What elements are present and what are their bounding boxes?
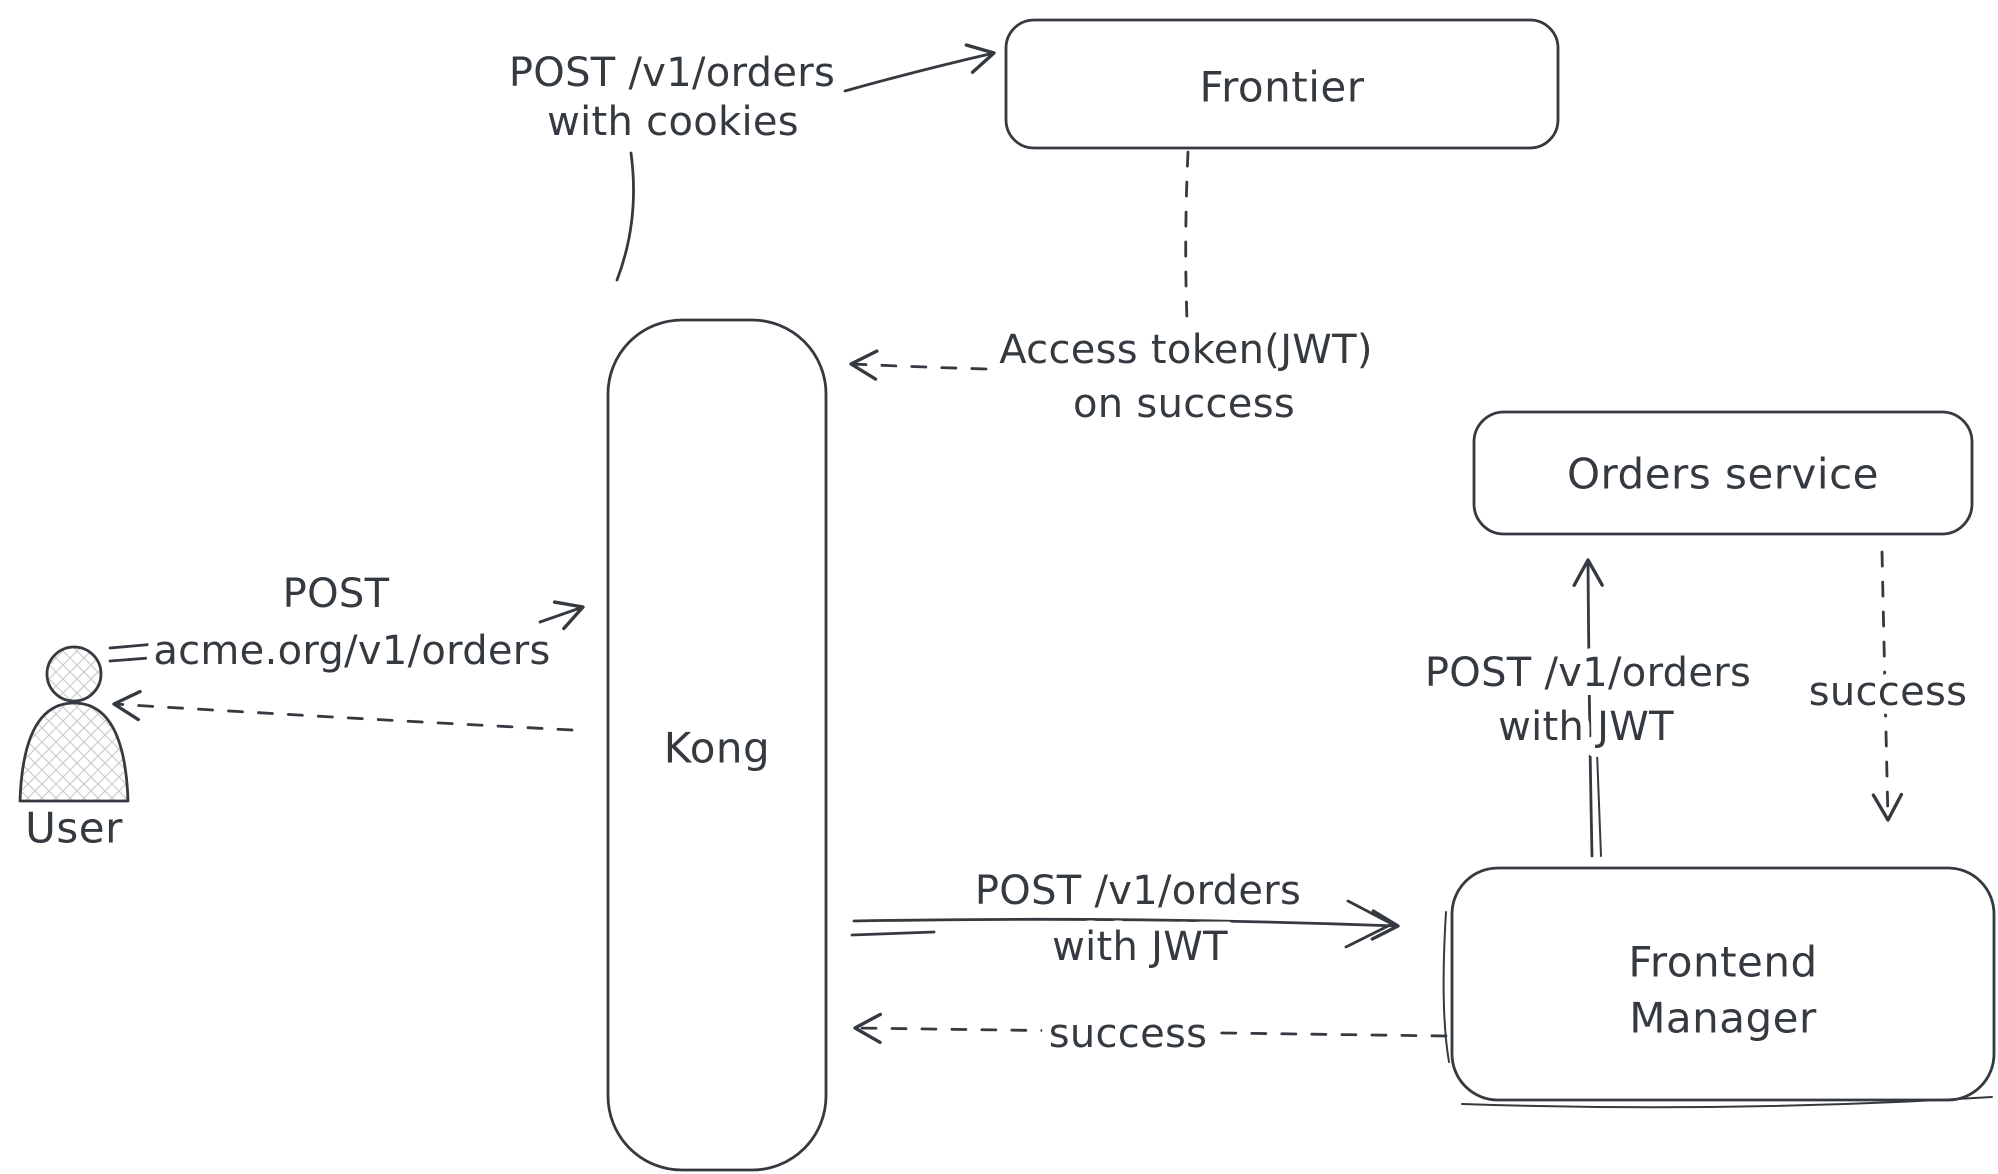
frontier-node [1004,18,1560,150]
kong-to-frontier-label-line2: with cookies [547,99,799,145]
frontier-to-kong-label-line2: on success [1073,381,1295,427]
kong-to-frontend-manager-label-line1: POST /v1/orders [975,868,1301,914]
orders-service-node [1472,410,1974,536]
user-figure [18,645,130,803]
frontend-manager-node [1450,866,1996,1102]
diagram-shapes [18,18,1996,1172]
frontend-manager-to-kong-label: success [1049,1011,1208,1057]
frontier-to-kong-label-line1: Access token(JWT) [999,327,1373,373]
diagram-labels: Frontier Kong Orders service Frontend Ma… [25,50,1976,1066]
arrow-frontier-to-kong-drop [1184,150,1190,322]
user-body [18,701,130,803]
arrow-kong-to-frontend-manager-tail [850,930,936,937]
user-to-kong-label-line1: POST [283,571,390,617]
user-label: User [25,804,123,853]
orders-service-label: Orders service [1567,450,1879,499]
user-head [45,645,103,703]
frontend-manager-to-orders-label-line2: with JWT [1498,704,1674,750]
kong-to-frontend-manager-label-line2: with JWT [1052,924,1228,970]
orders-to-frontend-manager-label: success [1809,669,1968,715]
frontend-manager-label-line2: Manager [1629,994,1817,1043]
frontend-manager-label-line1: Frontend [1628,938,1817,987]
frontend-manager-to-orders-label-line1: POST /v1/orders [1425,650,1751,696]
arrow-kong-to-frontend-manager-extra-chevron [1344,899,1394,949]
arrow-frontier-to-kong [849,349,988,381]
arrow-user-to-kong [538,600,585,631]
frontend-manager-sketch-stroke [1442,911,1993,1109]
kong-label: Kong [664,724,770,773]
arrow-user-to-kong-tail [108,640,180,663]
kong-node [606,318,828,1172]
arrow-orders-to-frontend-manager [1871,550,1904,822]
user-to-kong-label-line2: acme.org/v1/orders [153,628,550,674]
frontier-label: Frontier [1199,63,1364,112]
arrow-frontend-manager-to-orders [1572,558,1604,858]
arrow-frontend-manager-to-orders-sketch [1596,751,1602,857]
arrow-kong-to-frontier-tail [615,151,635,282]
arrow-kong-to-user [112,689,574,732]
kong-to-frontier-label-line1: POST /v1/orders [509,50,835,96]
arrow-kong-to-frontier [843,43,996,93]
arrow-kong-to-frontend-manager [852,909,1400,941]
